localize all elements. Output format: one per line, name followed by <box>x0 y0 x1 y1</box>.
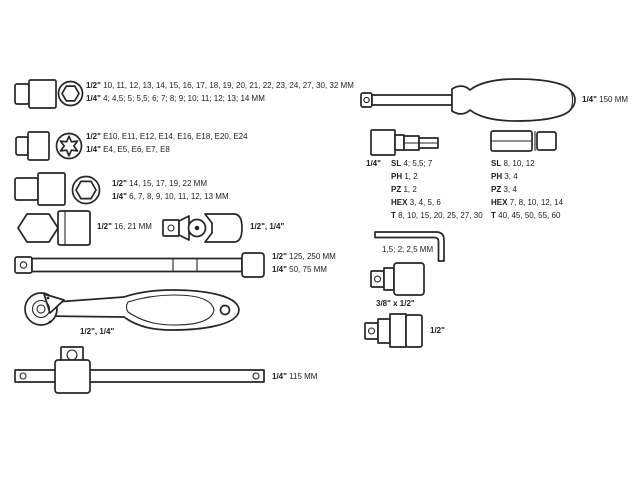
hex-key-icon <box>374 231 450 263</box>
extension-bars-label: 1/2" 125, 250 MM 1/4" 50, 75 MM <box>272 252 336 274</box>
hex-socket-front-icon <box>57 80 84 107</box>
adapter-1-2-label: 1/2" <box>430 326 445 335</box>
sliding-t-bar-icon <box>14 344 266 396</box>
deep-sockets-label: 1/2" 14, 15, 17, 19, 22 MM 1/4" 6, 7, 8,… <box>112 179 229 201</box>
spark-plug-socket-icon <box>14 210 92 246</box>
adapter-3-8-to-1-2-label: 3/8" x 1/2" <box>376 299 415 308</box>
bit-socket-icon <box>370 129 440 157</box>
spark-plug-sockets-label: 1/2" 16, 21 MM <box>97 222 152 231</box>
bits-long-list: SL 8, 10, 12 PH 3, 4 PZ 3, 4 HEX 7, 8, 1… <box>491 159 564 220</box>
bit-driver-icon <box>360 76 580 124</box>
extension-bar-icon <box>14 252 266 279</box>
e-torx-sockets-label: 1/2" E10, E11, E12, E14, E16, E18, E20, … <box>86 132 248 154</box>
universal-joint-label: 1/2", 1/4" <box>250 222 285 231</box>
sliding-t-bar-label: 1/4" 115 MM <box>272 372 318 381</box>
e-torx-socket-front-icon <box>55 132 83 160</box>
hex-shank-bit-icon <box>490 130 558 152</box>
hex-sockets-label: 1/2" 10, 11, 12, 13, 14, 15, 16, 17, 18,… <box>86 81 354 103</box>
socket-side-icon <box>15 131 51 161</box>
ratchet-icon <box>14 287 244 341</box>
hex-socket-front-icon <box>71 175 101 205</box>
bit-driver-label: 1/4" 150 MM <box>582 95 629 104</box>
universal-joint-icon <box>162 210 246 246</box>
socket-adapter-icon <box>370 261 426 297</box>
deep-socket-side-icon <box>14 172 67 206</box>
socket-adapter-icon <box>364 312 424 349</box>
ratchet-label: 1/2", 1/4" <box>80 327 115 336</box>
hex-key-label: 1,5; 2; 2,5 MM <box>382 245 434 254</box>
socket-side-icon <box>14 79 58 109</box>
bits-small-list: 1/4"SL 4; 5,5; 7 PH 1, 2 PZ 1, 2 HEX 3, … <box>366 159 483 220</box>
